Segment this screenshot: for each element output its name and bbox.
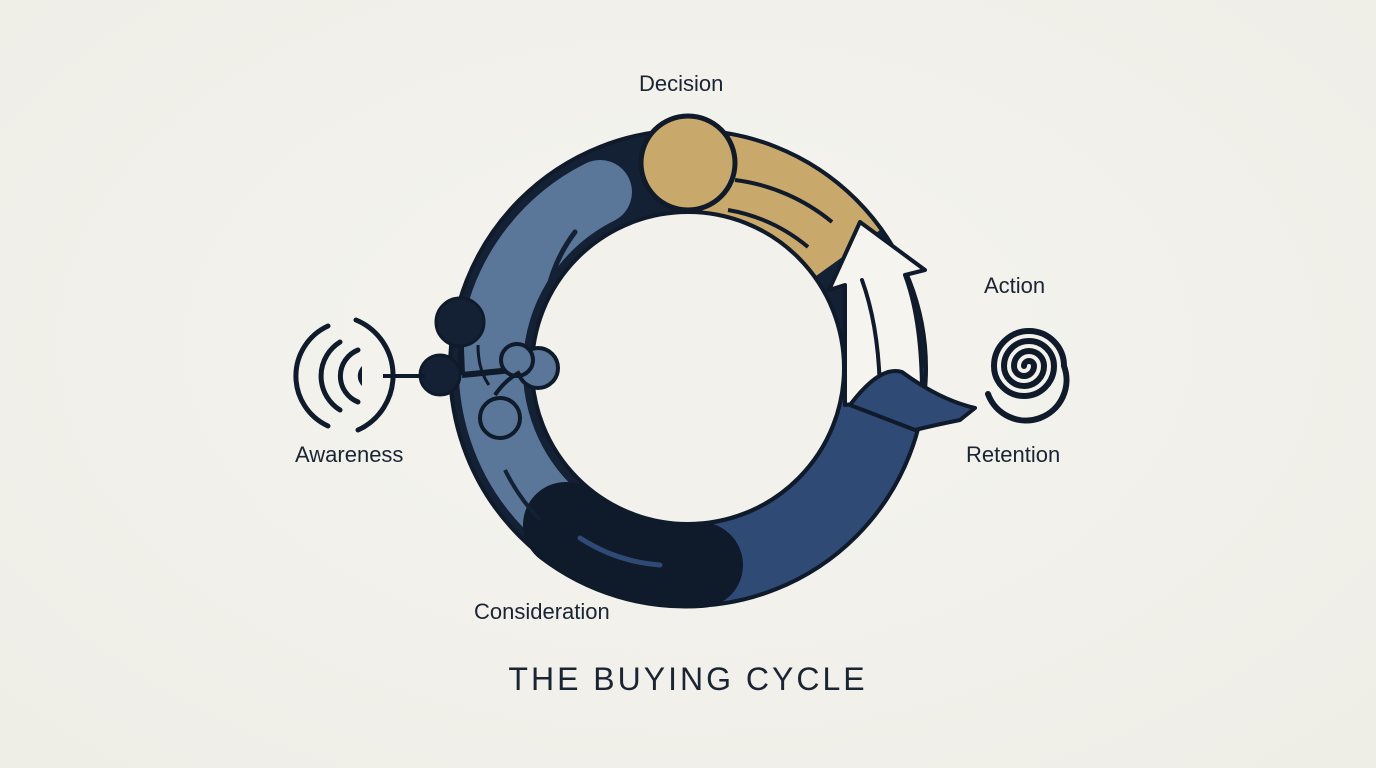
spiral-icon (985, 328, 1070, 424)
circle-node-icon (638, 113, 738, 213)
groove-line-top (734, 178, 834, 224)
ring-inner-outline (530, 210, 846, 526)
molecule-nodes-icon (418, 296, 560, 440)
stage-label-consideration: Consideration (474, 599, 610, 624)
groove-line-top-2 (727, 208, 810, 249)
page-title: THE BUYING CYCLE (508, 661, 868, 697)
groove-line-left (545, 229, 578, 293)
stage-label-retention: Retention (966, 442, 1061, 467)
ring-segment-consideration (523, 482, 743, 609)
ring-segment-awareness (458, 160, 632, 537)
stage-label-action: Action (984, 273, 1046, 298)
stage-label-decision: Decision (639, 71, 724, 96)
retention-tail (848, 369, 977, 432)
broadcast-signal-icon (293, 317, 425, 433)
groove-line-bottom (577, 535, 663, 568)
stage-label-awareness: Awareness (295, 442, 404, 467)
groove-line-lower-left (503, 469, 542, 522)
